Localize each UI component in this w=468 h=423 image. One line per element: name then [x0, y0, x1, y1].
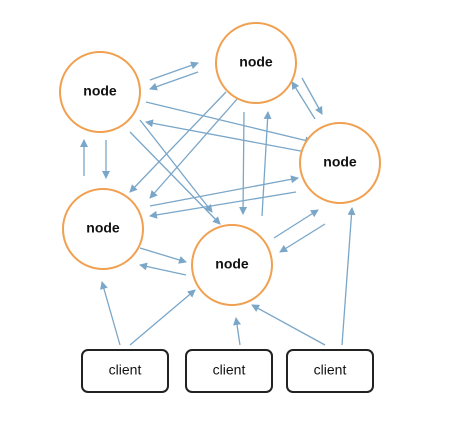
- node-4: node: [62, 188, 144, 270]
- connection-arrow-11: [145, 101, 313, 145]
- node-1-label: node: [83, 83, 117, 99]
- connection-arrow-12: [145, 119, 307, 153]
- client-3-label: client: [314, 362, 347, 378]
- node-5: node: [191, 224, 273, 306]
- connection-arrow-2: [149, 71, 199, 91]
- client-2-label: client: [213, 362, 246, 378]
- node-2-circle: [215, 22, 297, 104]
- client-1-box: [81, 349, 169, 393]
- node-4-label: node: [86, 220, 120, 236]
- node-3-circle: [299, 122, 381, 204]
- arrows-layer: [80, 61, 356, 346]
- connection-arrow-24: [251, 304, 326, 346]
- client-1: client: [81, 349, 169, 393]
- connection-arrow-17: [129, 91, 227, 193]
- connection-arrow-20: [261, 111, 272, 217]
- node-4-circle: [62, 188, 144, 270]
- connection-arrow-8: [139, 262, 187, 276]
- client-2: client: [185, 349, 273, 393]
- node-2-label: node: [239, 54, 273, 70]
- connection-arrow-14: [149, 191, 297, 219]
- connection-arrow-21: [100, 281, 121, 346]
- node-5-circle: [191, 224, 273, 306]
- connection-arrow-22: [129, 289, 196, 346]
- node-1-circle: [59, 51, 141, 133]
- connection-arrow-4: [291, 81, 316, 120]
- node-2: node: [215, 22, 297, 104]
- connection-arrow-1: [149, 61, 199, 81]
- connection-arrow-19: [239, 111, 248, 215]
- connection-arrow-16: [139, 119, 213, 213]
- client-3: client: [286, 349, 374, 393]
- connection-arrow-7: [139, 247, 187, 264]
- connection-arrow-10: [279, 223, 326, 253]
- node-3: node: [299, 122, 381, 204]
- client-3-box: [286, 349, 374, 393]
- connection-arrow-3: [301, 77, 323, 115]
- connection-arrow-9: [273, 209, 319, 239]
- connection-arrow-13: [149, 175, 299, 207]
- node-3-label: node: [323, 154, 357, 170]
- node-1: node: [59, 51, 141, 133]
- connection-arrow-18: [149, 97, 239, 199]
- connection-arrow-23: [233, 317, 241, 346]
- client-2-box: [185, 349, 273, 393]
- connection-arrow-25: [341, 207, 356, 346]
- node-5-label: node: [215, 256, 249, 272]
- client-1-label: client: [109, 362, 142, 378]
